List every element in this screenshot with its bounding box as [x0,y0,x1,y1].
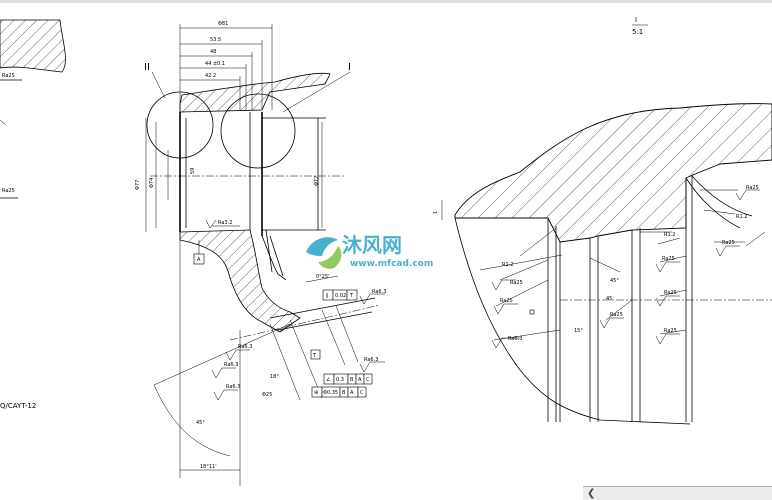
svg-text:C: C [360,390,364,396]
svg-text:Ra6.3: Ra6.3 [364,357,378,363]
scroll-left-icon[interactable]: ❮ [587,488,596,499]
left-ra-label: Ra25 [2,188,15,194]
angle-small: 0°25' [316,274,329,280]
top-dimensions: Φ81 53.5 48 44 ±0.1 42.2 [179,21,273,240]
roughness-main: Ra3.2 [218,220,232,226]
svg-text:Ra25: Ra25 [662,256,675,262]
detail-view-I: I 5:1 [433,16,772,425]
svg-text:Ra25: Ra25 [746,185,759,191]
angle-45: 45° [196,420,205,426]
svg-text:Φ0.35: Φ0.35 [323,390,338,396]
datum-A: A [197,257,201,263]
svg-text:B: B [342,390,346,396]
detail-dim-1: 1 [433,211,439,214]
top-edge [0,0,772,3]
detail-roughness: Ra25 Ra25 Ra25 Ra25 Ra25 Ra25 Ra25 Ra25 … [491,185,760,349]
svg-text:Ra25: Ra25 [510,280,523,286]
view-label-II: II [144,62,150,73]
dim-59: 59 [190,168,196,174]
view-label-I: I [348,62,351,73]
watermark-logo-icon [306,237,342,269]
r-label: R1.2 [502,262,513,268]
r-label: R1.2 [736,214,747,220]
svg-text:Ra6.3: Ra6.3 [238,344,252,350]
svg-text:Ra25: Ra25 [500,298,513,304]
dim-top-3: 48 [210,49,216,55]
detail-title: I [635,16,637,24]
detail-small-mark [529,309,535,315]
svg-text:⊕: ⊕ [314,390,318,396]
svg-text:Ra6.3: Ra6.3 [372,289,386,295]
horizontal-scrollbar[interactable]: ❮ [583,486,772,500]
svg-text:∠: ∠ [326,377,330,383]
dim-top-4: 44 ±0.1 [205,61,225,67]
bottom-strip [0,486,583,500]
svg-text:Ra25: Ra25 [664,328,677,334]
detail-circle-II [146,91,214,159]
angled-roughness: Ra6.3 Ra6.3 Ra6.3 Ra6.3 Ra6.3 [211,289,386,401]
detail-circle-I [220,93,296,169]
svg-text:Ra6.3: Ra6.3 [226,384,240,390]
svg-text:0.3: 0.3 [336,377,344,383]
svg-text:∥: ∥ [326,293,329,299]
detail-angle-45: 45° [610,278,619,284]
detail-scale: 5:1 [632,28,643,36]
watermark-url: www.mfcad.com [350,259,433,269]
dim-top-5: 42.2 [205,73,216,79]
svg-text:T: T [349,293,354,299]
svg-text:Ra6.3: Ra6.3 [508,336,522,342]
svg-text:Ra25: Ra25 [722,240,735,246]
svg-text:A: A [350,390,354,396]
bottom-dim: 18°11' [200,464,217,470]
svg-text:B: B [350,377,354,383]
svg-text:Ra25: Ra25 [610,312,623,318]
watermark: 沐风网 www.mfcad.com [306,233,433,269]
datum-T: T [312,353,317,359]
svg-text:C: C [366,377,370,383]
dim-dia-72: Φ72 [314,176,320,186]
gdt-frame-3: ⊕ Φ0.35 B A C [311,386,367,398]
dim-top-2: 53.5 [210,37,221,43]
detail-dim-45: 45 [606,296,612,302]
dim-dia-74: Φ74 [149,178,155,188]
svg-text:0.02: 0.02 [335,293,346,299]
detail-angle-15: 15° [574,328,583,334]
datum-T-box [310,349,321,360]
left-partial-view: Ra25 Ra25 Q/CAYT-12 [0,19,66,410]
main-section-view: Φ81 53.5 48 44 ±0.1 42.2 Φ77 Φ74 59 Φ72 … [135,21,386,486]
svg-text:Ra6.3: Ra6.3 [224,362,238,368]
angle-18: 18° [270,374,279,380]
svg-text:A: A [358,377,362,383]
dim-dia-25: Φ25 [262,392,272,398]
svg-text:Ra25: Ra25 [664,290,677,296]
watermark-brand: 沐风网 [342,233,402,257]
left-drawing-code: Q/CAYT-12 [0,402,36,410]
gdt-frame-2: ∠ 0.3 B A C [323,373,373,385]
r-label: R1.2 [664,232,675,238]
gdt-frame-1: ∥ 0.02 T [322,289,358,301]
left-ra-label: Ra25 [2,73,15,79]
dim-top-1: Φ81 [218,21,228,27]
dim-dia-77: Φ77 [135,180,141,190]
